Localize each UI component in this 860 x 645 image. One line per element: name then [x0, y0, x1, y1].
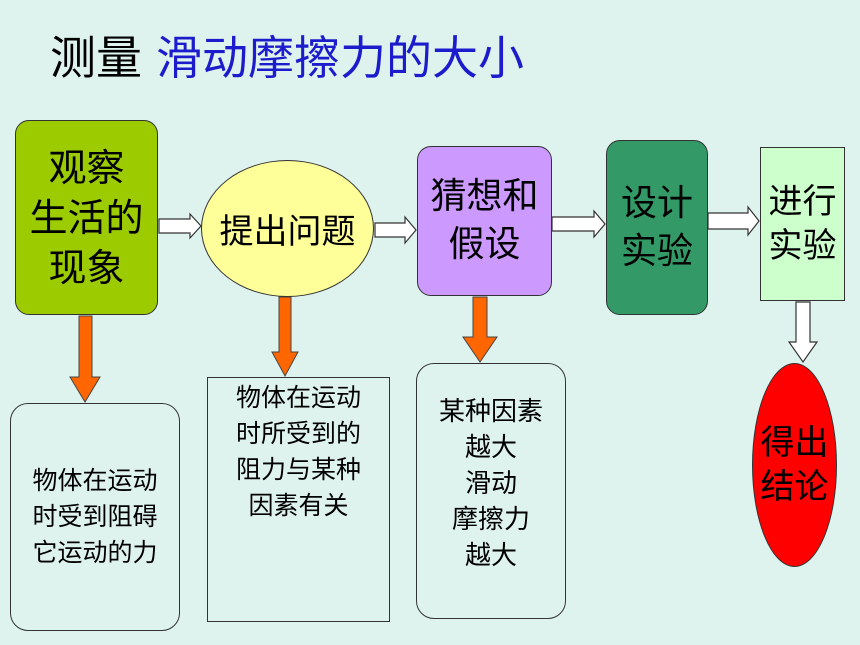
node-conduct-label: 进行 实验 [768, 182, 837, 266]
node-question-label: 提出问题 [219, 212, 356, 252]
node-question: 提出问题 [201, 160, 374, 297]
detail-observe: 物体在运动 时受到阻碍 它运动的力 [10, 403, 180, 631]
page-title: 测量滑动摩擦力的大小 [50, 28, 524, 88]
detail-question: 物体在运动 时所受到的 阻力与某种 因素有关 [207, 377, 390, 622]
node-design: 设计 实验 [606, 140, 708, 315]
arrow-design-to-conduct [707, 205, 760, 237]
title-measure: 测量 [50, 31, 142, 85]
arrow-question-detail [271, 296, 299, 378]
node-hypothesis-label: 猜想和 假设 [430, 176, 539, 265]
node-conclusion: 得出 结论 [752, 363, 837, 567]
node-design-label: 设计 实验 [620, 182, 693, 272]
arrow-hypothesis-to-design [551, 209, 606, 239]
node-hypothesis: 猜想和 假设 [417, 146, 552, 296]
node-conduct: 进行 实验 [760, 147, 845, 301]
title-topic: 滑动摩擦力的大小 [156, 31, 524, 85]
node-observe: 观察 生活的 现象 [15, 120, 158, 315]
detail-question-text: 物体在运动 时所受到的 阻力与某种 因素有关 [235, 383, 361, 520]
node-conclusion-label: 得出 结论 [760, 423, 829, 507]
arrow-conduct-to-conclusion [787, 301, 819, 364]
arrow-question-to-hypothesis [374, 215, 417, 245]
node-observe-label: 观察 生活的 现象 [29, 145, 144, 290]
detail-hypothesis-text: 某种因素 越大 滑动 摩擦力 越大 [438, 397, 543, 571]
detail-observe-text: 物体在运动 时受到阻碍 它运动的力 [32, 466, 158, 567]
detail-hypothesis: 某种因素 越大 滑动 摩擦力 越大 [416, 363, 566, 619]
arrow-observe-to-question [158, 212, 202, 240]
arrow-observe-detail [69, 315, 101, 403]
arrow-hypothesis-detail [462, 296, 498, 363]
